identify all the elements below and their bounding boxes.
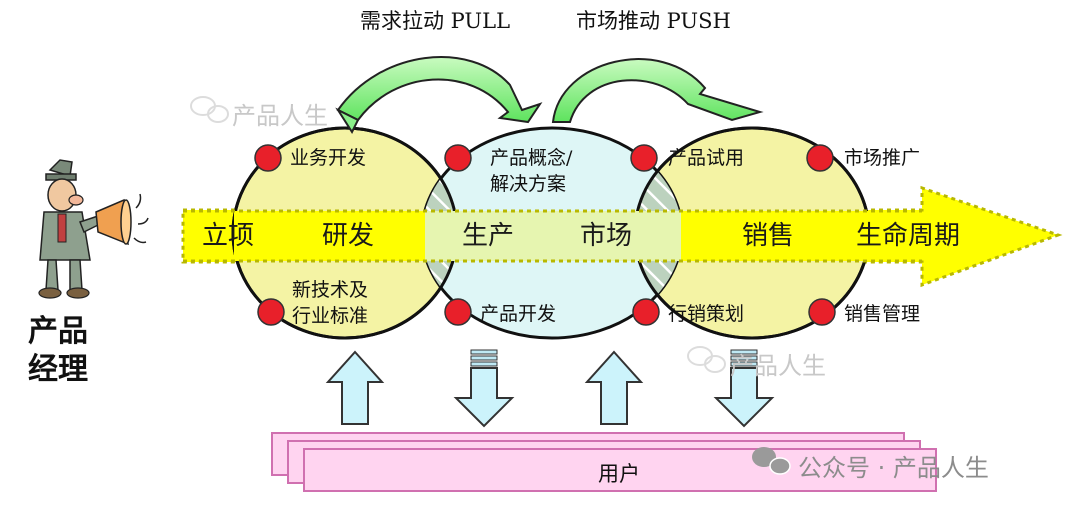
- node-market-promotion: [806, 144, 834, 172]
- pull-curve-arrow: [335, 56, 543, 135]
- pull-label: 需求拉动 PULL: [360, 9, 511, 33]
- node-label-new-tech-1: 新技术及: [292, 279, 369, 301]
- role-label-line2: 经理: [28, 352, 88, 387]
- stage-lifecycle: 生命周期: [856, 221, 961, 251]
- down-arrow-2: [713, 349, 775, 428]
- node-label-marketing-plan: 行销策划: [668, 303, 745, 325]
- node-sales-mgmt: [808, 298, 836, 326]
- stage-project: 立项: [202, 221, 255, 251]
- node-label-product-concept-1: 产品概念/: [490, 147, 573, 169]
- node-product-concept: [444, 144, 472, 172]
- node-product-trial: [630, 144, 658, 172]
- megaphone-man-illustration: [38, 159, 149, 299]
- node-product-dev: [444, 298, 472, 326]
- footer-watermark: 公众号 · 产品人生: [798, 454, 989, 482]
- up-arrow-1: [325, 350, 385, 425]
- node-business-dev: [254, 144, 282, 172]
- stage-market: 市场: [580, 221, 633, 251]
- stage-sales: 销售: [742, 221, 795, 251]
- push-label: 市场推动 PUSH: [576, 9, 731, 33]
- watermark-middle: 产品人生: [730, 352, 826, 380]
- users-label: 用户: [598, 462, 640, 486]
- wechat-icon: [190, 96, 229, 123]
- node-label-product-dev: 产品开发: [480, 303, 557, 325]
- node-label-product-concept-2: 解决方案: [490, 173, 567, 195]
- stage-production: 生产: [462, 221, 515, 251]
- node-marketing-plan: [632, 298, 660, 326]
- down-arrow-1: [453, 349, 515, 428]
- wechat-icon: [687, 346, 726, 373]
- watermark-top: 产品人生: [232, 102, 328, 130]
- node-label-product-trial: 产品试用: [668, 147, 745, 169]
- node-label-business-dev: 业务开发: [290, 147, 367, 169]
- up-arrow-2: [584, 350, 644, 425]
- node-markers: [254, 144, 836, 326]
- users-box-stack: [271, 432, 937, 492]
- stage-band-overlay: [183, 209, 922, 263]
- push-curve-arrow: [551, 58, 764, 123]
- node-new-tech: [257, 298, 285, 326]
- stage-rnd: 研发: [322, 221, 375, 251]
- node-label-new-tech-2: 行业标准: [292, 305, 369, 327]
- role-label-line1: 产品: [28, 314, 88, 349]
- wechat-icon: [752, 447, 791, 475]
- node-label-sales-mgmt: 销售管理: [844, 303, 921, 325]
- node-label-market-promotion: 市场推广: [844, 147, 921, 169]
